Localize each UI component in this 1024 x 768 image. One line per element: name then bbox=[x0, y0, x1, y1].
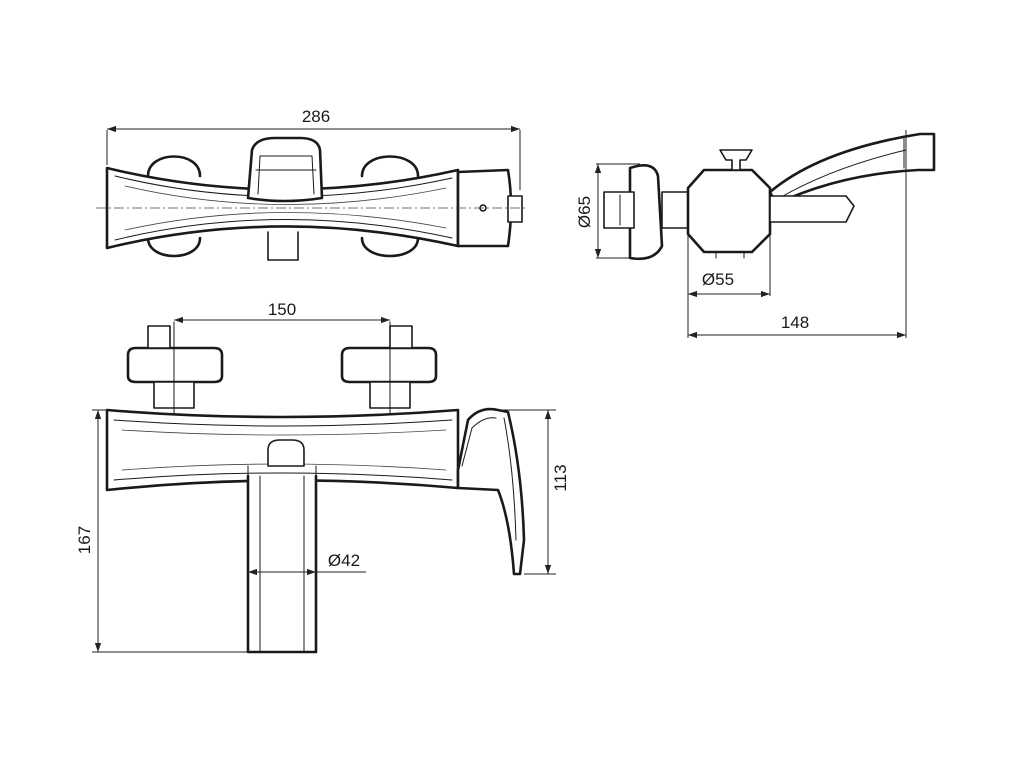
top-view bbox=[96, 136, 526, 261]
dim-total-width: 286 bbox=[106, 107, 521, 190]
front-view bbox=[105, 321, 526, 654]
dim-spout-height-label: 113 bbox=[551, 464, 570, 491]
dim-outlet-diameter-label: Ø42 bbox=[328, 551, 360, 570]
dim-escutcheon-diameter-label: Ø65 bbox=[575, 196, 594, 228]
dim-body-diameter: Ø55 bbox=[687, 234, 771, 298]
dim-depth: 148 bbox=[687, 130, 907, 339]
dim-inlet-spacing-label: 150 bbox=[268, 300, 296, 319]
dim-total-height: 167 bbox=[75, 409, 248, 653]
dim-inlet-spacing: 150 bbox=[174, 300, 390, 324]
dim-outlet-diameter: Ø42 bbox=[248, 551, 366, 576]
dim-depth-label: 148 bbox=[781, 313, 809, 332]
dim-escutcheon-diameter: Ø65 bbox=[575, 163, 640, 259]
dim-spout-height: 113 bbox=[498, 409, 570, 575]
dim-total-height-label: 167 bbox=[75, 526, 94, 554]
dim-body-diameter-label: Ø55 bbox=[702, 270, 734, 289]
side-view bbox=[603, 132, 936, 261]
dim-total-width-label: 286 bbox=[302, 107, 330, 126]
